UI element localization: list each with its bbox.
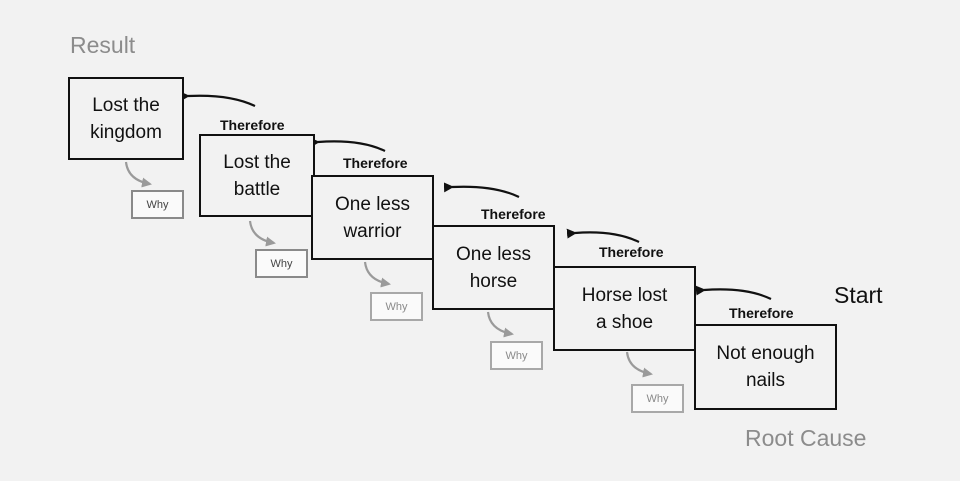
step-text: Lost the battle — [223, 151, 291, 200]
why-box-1: Why — [131, 190, 184, 219]
why-box-4: Why — [490, 341, 543, 370]
therefore-label-2: Therefore — [343, 155, 408, 171]
therefore-label-1: Therefore — [220, 117, 285, 133]
why-arrow-1 — [124, 161, 152, 188]
therefore-arrow-4 — [566, 228, 640, 243]
step-text: Not enough nails — [716, 343, 815, 391]
therefore-arrow-2 — [309, 137, 386, 152]
step-text: One less horse — [456, 243, 531, 292]
therefore-label-5: Therefore — [729, 305, 794, 321]
therefore-arrow-3 — [443, 182, 520, 198]
step-text: One less warrior — [335, 193, 410, 242]
step-box-one-less-warrior: One less warrior — [311, 175, 434, 260]
why-box-5: Why — [631, 384, 684, 413]
result-label: Result — [70, 32, 136, 58]
step-box-not-enough-nails: Not enough nails — [694, 324, 837, 410]
step-text: Lost the kingdom — [90, 94, 162, 143]
therefore-label-3: Therefore — [481, 206, 546, 222]
therefore-arrow-5 — [695, 285, 772, 300]
therefore-label-4: Therefore — [599, 244, 664, 260]
step-box-lost-kingdom: Lost the kingdom — [68, 77, 184, 160]
step-box-horse-lost-shoe: Horse lost a shoe — [553, 266, 696, 351]
start-label: Start — [834, 282, 883, 308]
why-arrow-4 — [486, 311, 514, 338]
step-box-lost-battle: Lost the battle — [199, 134, 315, 217]
why-arrow-5 — [625, 351, 653, 378]
why-box-2: Why — [255, 249, 308, 278]
why-arrow-3 — [363, 261, 391, 288]
why-box-3: Why — [370, 292, 423, 321]
therefore-arrow-1 — [179, 91, 256, 107]
root-cause-label: Root Cause — [745, 425, 867, 451]
step-text: Horse lost a shoe — [581, 284, 668, 333]
why-arrow-2 — [248, 220, 276, 247]
step-box-one-less-horse: One less horse — [432, 225, 555, 310]
